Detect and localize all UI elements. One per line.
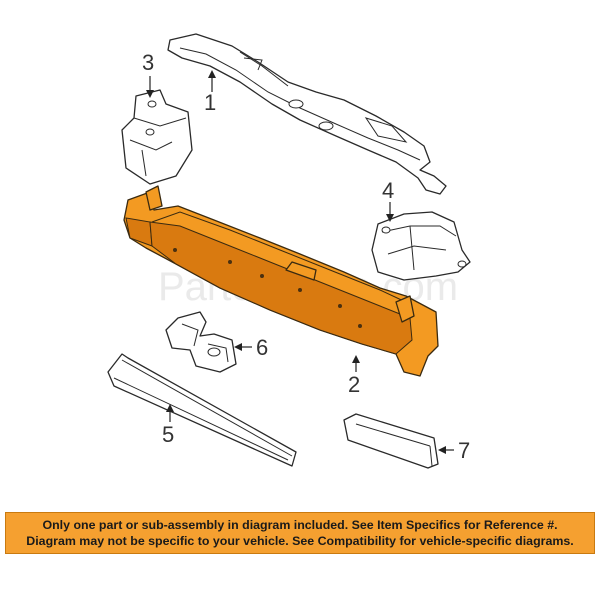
leader-lines [146,70,454,454]
callout-3: 3 [142,50,154,75]
part-2-lower-tie-bar [123,185,439,377]
callout-2: 2 [348,372,360,397]
part-7-seal-strip [343,413,439,469]
disclaimer-line-2: Diagram may not be specific to your vehi… [26,534,574,548]
part-1-upper-tie-bar [167,33,447,195]
callout-5: 5 [162,422,174,447]
callout-4: 4 [382,178,394,203]
disclaimer-line-1: Only one part or sub-assembly in diagram… [42,518,558,532]
part-6-small-bracket [165,311,237,373]
callout-6: 6 [256,335,268,360]
callout-1: 1 [204,90,216,115]
part-3-left-bracket [121,89,193,185]
disclaimer-banner: Only one part or sub-assembly in diagram… [5,512,595,554]
callout-7: 7 [458,438,470,463]
part-5-lower-deflector [107,353,297,467]
part-4-right-bracket [371,211,471,281]
